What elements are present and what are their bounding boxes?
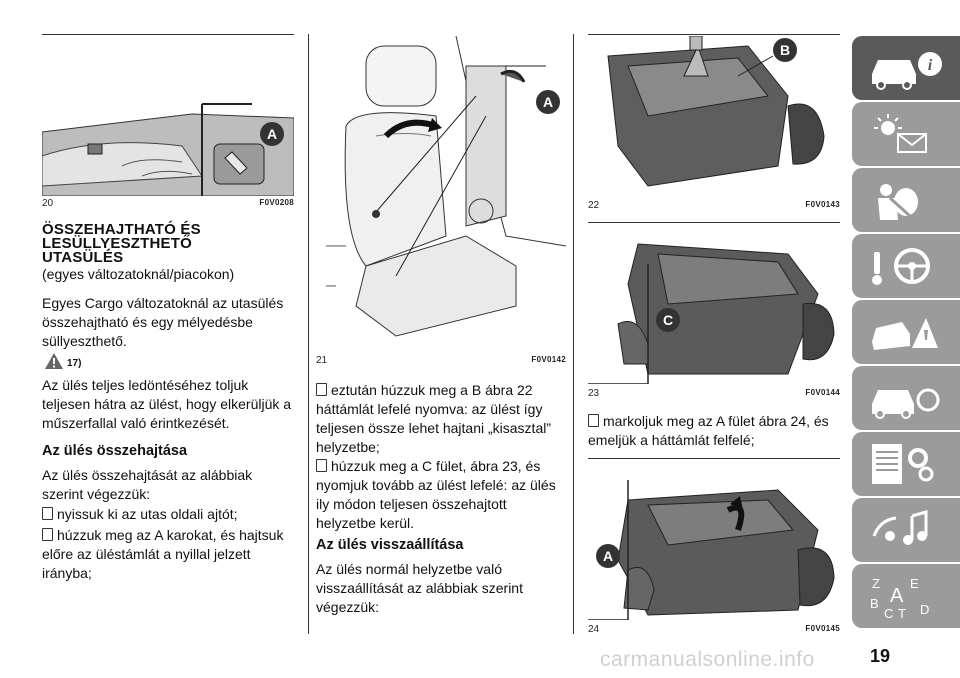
step-text: húzzuk meg az A karokat, és hajtsuk előr… (42, 527, 284, 581)
warning-lights-envelope-icon (874, 114, 927, 153)
figure-code: F0V0208 (259, 198, 294, 207)
svg-text:i: i (928, 57, 933, 74)
svg-text:E: E (910, 576, 919, 591)
figure-callout: A (267, 126, 277, 142)
folding-step: húzzuk meg a C fület, ábra 23, és nyomju… (316, 457, 568, 533)
warning-ref: 17) (44, 352, 81, 373)
figure-top-rule (588, 458, 840, 459)
figure-22-image: B (588, 36, 840, 196)
figure-top-rule (588, 34, 840, 35)
warning-icon (44, 352, 64, 373)
svg-text:B: B (870, 596, 879, 611)
multimedia-note-icon (872, 510, 928, 545)
folding-step: húzzuk meg az A karokat, és hajtsuk előr… (42, 526, 300, 583)
steering-wheel-key-icon (872, 248, 930, 285)
alphabetical-index-icon: Z E B A C T D (870, 576, 929, 620)
section-subtitle: (egyes változatoknál/piacokon) (42, 266, 235, 282)
svg-text:D: D (920, 602, 929, 617)
figure-24-image: A (588, 460, 840, 620)
intro-paragraph: Egyes Cargo változatoknál az utasülés ös… (42, 295, 284, 349)
figure-top-rule (588, 222, 840, 223)
svg-text:T: T (898, 606, 906, 620)
sidebar-tab-safety[interactable] (852, 168, 960, 232)
figure-code: F0V0145 (805, 624, 840, 633)
car-crash-icon (872, 318, 938, 350)
restoring-heading: Az ülés visszaállítása (316, 537, 464, 553)
svg-text:C: C (884, 606, 893, 620)
restoring-intro: Az ülés normál helyzetbe való visszaállí… (316, 561, 523, 615)
figure-number: 23 (588, 388, 600, 399)
figure-23-image: C (588, 224, 840, 384)
figure-number: 24 (588, 624, 600, 635)
figure-top-rule (42, 34, 294, 35)
checkbox-bullet-icon (42, 528, 53, 541)
figure-code: F0V0144 (805, 388, 840, 397)
title-line: UTASÜLÉS (42, 249, 124, 266)
checkbox-bullet-icon (42, 507, 53, 520)
folding-step: eztután húzzuk meg a B ábra 22 háttámlát… (316, 381, 568, 457)
folding-step: nyissuk ki az utas oldali ajtót; (42, 505, 300, 524)
sidebar-tab-warnings[interactable] (852, 102, 960, 166)
figure-number: 22 (588, 200, 600, 211)
step-text: húzzuk meg a C fület, ábra 23, és nyomju… (316, 458, 556, 531)
figure-number: 20 (42, 198, 54, 209)
figure-number: 21 (316, 355, 328, 366)
sidebar-tab-maintenance[interactable] (852, 366, 960, 430)
figure-21-image: A (316, 36, 566, 352)
checkbox-bullet-icon (316, 383, 327, 396)
figure-caption: 24 F0V0145 (588, 624, 840, 635)
svg-text:Z: Z (872, 576, 880, 591)
sidebar-tab-starting[interactable] (852, 234, 960, 298)
figure-callout: C (663, 312, 673, 328)
sidebar-tab-technical-data[interactable] (852, 432, 960, 496)
step-text: nyissuk ki az utas oldali ajtót; (57, 506, 238, 522)
checkbox-bullet-icon (588, 414, 599, 427)
checkbox-bullet-icon (316, 459, 327, 472)
svg-text:A: A (890, 585, 904, 607)
figure-caption: 23 F0V0144 (588, 388, 840, 399)
step-text: markoljuk meg az A fület ábra 24, és eme… (588, 413, 829, 448)
title-line: ÖSSZEHAJTHATÓ ÉS (42, 221, 201, 238)
section-title: ÖSSZEHAJTHATÓ ÉS LESÜLLYESZTHETŐ UTASÜLÉ… (42, 221, 302, 266)
figure-caption: 22 F0V0143 (588, 200, 840, 211)
car-maintenance-icon (872, 388, 940, 419)
sidebar-tab-index[interactable]: Z E B A C T D (852, 564, 960, 628)
figure-20-image: A (42, 36, 294, 196)
figure-callout: A (543, 94, 553, 110)
page-number: 19 (870, 646, 891, 666)
column-divider (573, 34, 574, 634)
sidebar-tab-multimedia[interactable] (852, 498, 960, 562)
figure-caption: 20 F0V0208 (42, 198, 294, 209)
restoring-step: markoljuk meg az A fület ábra 24, és eme… (588, 412, 840, 450)
sidebar-tab-emergency[interactable] (852, 300, 960, 364)
column-divider (308, 34, 309, 634)
warning-paragraph: Az ülés teljes ledöntéséhez toljuk telje… (42, 377, 292, 431)
document-gears-icon (872, 444, 934, 484)
watermark: carmanualsonline.info (600, 648, 815, 671)
figure-caption: 21 F0V0142 (316, 355, 566, 366)
airbag-safety-icon (878, 184, 918, 220)
figure-callout: A (603, 548, 613, 564)
warning-ref-number: 17) (67, 358, 82, 369)
title-line: LESÜLLYESZTHETŐ (42, 235, 192, 252)
figure-code: F0V0143 (805, 200, 840, 209)
figure-callout: B (780, 42, 790, 58)
figure-code: F0V0142 (531, 355, 566, 364)
folding-intro: Az ülés összehajtását az alábbiak szerin… (42, 467, 253, 502)
sidebar-tab-car-info[interactable]: i (852, 36, 960, 100)
car-info-icon: i (872, 52, 942, 90)
folding-heading: Az ülés összehajtása (42, 443, 188, 459)
step-text: eztután húzzuk meg a B ábra 22 háttámlát… (316, 382, 552, 455)
